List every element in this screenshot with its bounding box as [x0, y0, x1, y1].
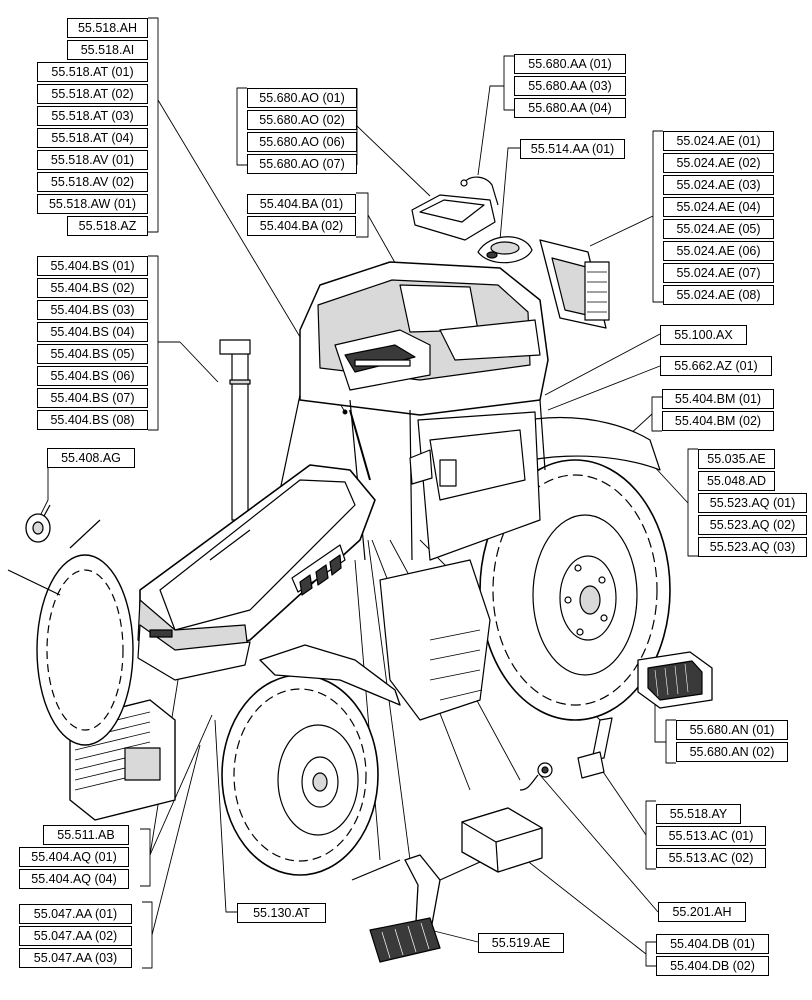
- callout-label[interactable]: 55.518.AV (01): [37, 150, 148, 170]
- callout-label[interactable]: 55.100.AX: [660, 325, 747, 345]
- callout-label[interactable]: 55.024.AE (02): [663, 153, 774, 173]
- callout-label[interactable]: 55.024.AE (01): [663, 131, 774, 151]
- callout-label[interactable]: 55.518.AT (01): [37, 62, 148, 82]
- callout-label[interactable]: 55.404.BM (02): [662, 411, 774, 431]
- callout-label[interactable]: 55.404.BS (04): [37, 322, 148, 342]
- callout-label[interactable]: 55.680.AO (01): [247, 88, 357, 108]
- callout-label[interactable]: 55.404.BS (06): [37, 366, 148, 386]
- callout-label[interactable]: 55.024.AE (08): [663, 285, 774, 305]
- beacon-light: [477, 236, 533, 264]
- callout-label[interactable]: 55.523.AQ (02): [698, 515, 807, 535]
- callout-label[interactable]: 55.518.AY: [656, 804, 741, 824]
- callout-label[interactable]: 55.404.BS (01): [37, 256, 148, 276]
- front-wheel-right: [221, 674, 379, 876]
- callout-label[interactable]: 55.404.BS (02): [37, 278, 148, 298]
- callout-label[interactable]: 55.511.AB: [43, 825, 129, 845]
- callout-label[interactable]: 55.024.AE (05): [663, 219, 774, 239]
- callout-label[interactable]: 55.047.AA (01): [19, 904, 132, 924]
- callout-label[interactable]: 55.523.AQ (03): [698, 537, 807, 557]
- callout-label[interactable]: 55.518.AT (04): [37, 128, 148, 148]
- cabin-filter: [637, 651, 713, 709]
- callout-label[interactable]: 55.518.AT (03): [37, 106, 148, 126]
- callout-label[interactable]: 55.518.AH: [67, 18, 148, 38]
- hood: [137, 464, 376, 681]
- callout-label[interactable]: 55.518.AV (02): [37, 172, 148, 192]
- front-wheel-left: [36, 554, 134, 746]
- exhaust-stack: [219, 339, 251, 521]
- shift-switch: [577, 717, 613, 779]
- callout-label[interactable]: 55.024.AE (03): [663, 175, 774, 195]
- tractor-drawing: [7, 261, 671, 876]
- callout-label[interactable]: 55.048.AD: [698, 471, 775, 491]
- callout-label[interactable]: 55.404.AQ (04): [19, 869, 129, 889]
- callout-label[interactable]: 55.024.AE (04): [663, 197, 774, 217]
- ecu-module-stack: [539, 239, 610, 329]
- pedal-assembly: [351, 854, 481, 963]
- roof-console: [411, 194, 496, 241]
- callout-label[interactable]: 55.404.BS (03): [37, 300, 148, 320]
- callout-label[interactable]: 55.680.AO (02): [247, 110, 357, 130]
- callout-label[interactable]: 55.514.AA (01): [520, 139, 625, 159]
- callout-label[interactable]: 55.680.AA (04): [514, 98, 626, 118]
- callout-label[interactable]: 55.404.BA (01): [247, 194, 356, 214]
- callout-label[interactable]: 55.408.AG: [47, 448, 135, 468]
- callout-label[interactable]: 55.404.BA (02): [247, 216, 356, 236]
- callout-label[interactable]: 55.680.AN (01): [676, 720, 788, 740]
- callout-label[interactable]: 55.513.AC (01): [656, 826, 766, 846]
- callout-label[interactable]: 55.518.AZ: [67, 216, 148, 236]
- callout-label[interactable]: 55.024.AE (07): [663, 263, 774, 283]
- sensor: [519, 762, 553, 791]
- cab: [277, 261, 549, 561]
- callout-label[interactable]: 55.024.AE (06): [663, 241, 774, 261]
- callout-label[interactable]: 55.513.AC (02): [656, 848, 766, 868]
- callout-label[interactable]: 55.680.AO (07): [247, 154, 357, 174]
- horn: [25, 504, 51, 543]
- callout-label[interactable]: 55.404.DB (01): [656, 934, 769, 954]
- callout-label[interactable]: 55.523.AQ (01): [698, 493, 807, 513]
- callout-label[interactable]: 55.518.AT (02): [37, 84, 148, 104]
- callout-label[interactable]: 55.035.AE: [698, 449, 775, 469]
- callout-label[interactable]: 55.047.AA (02): [19, 926, 132, 946]
- callout-label[interactable]: 55.201.AH: [658, 902, 746, 922]
- callout-label[interactable]: 55.404.AQ (01): [19, 847, 129, 867]
- callout-label[interactable]: 55.404.BS (08): [37, 410, 148, 430]
- callout-label[interactable]: 55.404.BS (05): [37, 344, 148, 364]
- callout-label[interactable]: 55.518.AI: [67, 40, 148, 60]
- callout-label[interactable]: 55.047.AA (03): [19, 948, 132, 968]
- callout-label[interactable]: 55.404.BM (01): [662, 389, 774, 409]
- callout-label[interactable]: 55.662.AZ (01): [660, 356, 772, 376]
- callout-label[interactable]: 55.404.DB (02): [656, 956, 769, 976]
- component-details: [25, 176, 713, 963]
- callout-label[interactable]: 55.518.AW (01): [37, 194, 148, 214]
- callout-label[interactable]: 55.680.AO (06): [247, 132, 357, 152]
- callout-label[interactable]: 55.680.AN (02): [676, 742, 788, 762]
- callout-label[interactable]: 55.404.BS (07): [37, 388, 148, 408]
- callout-label[interactable]: 55.519.AE: [478, 933, 564, 953]
- control-unit-box: [461, 807, 543, 873]
- callout-label[interactable]: 55.680.AA (01): [514, 54, 626, 74]
- callout-label[interactable]: 55.680.AA (03): [514, 76, 626, 96]
- callout-label[interactable]: 55.130.AT: [237, 903, 326, 923]
